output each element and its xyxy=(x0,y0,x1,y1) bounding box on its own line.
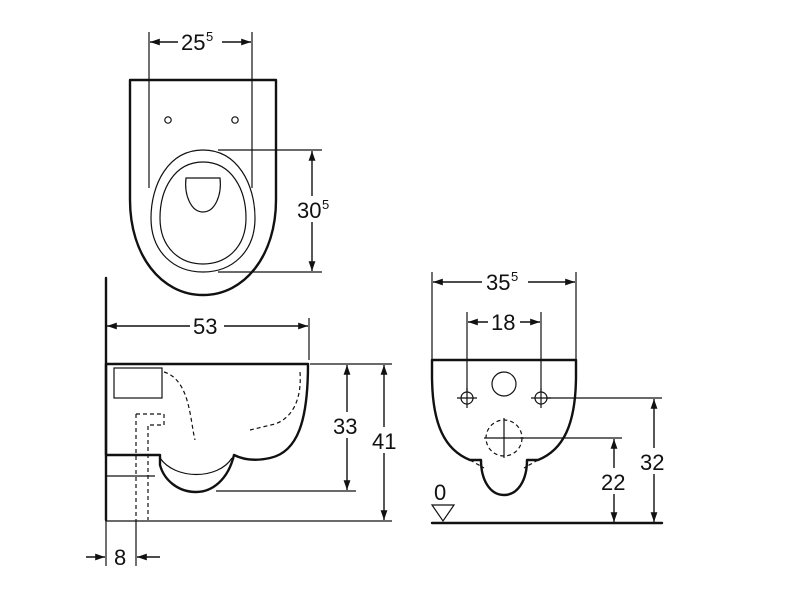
side-view: 53 33 41 8 xyxy=(86,276,403,570)
top-width-dimension: 25 xyxy=(181,30,205,55)
front-width-dimension: 35 xyxy=(486,270,510,295)
front-bolt-height-dimension: 32 xyxy=(640,450,664,475)
front-width-dimension-superscript: 5 xyxy=(511,269,518,284)
side-floor-to-rim-dimension: 41 xyxy=(372,429,396,454)
top-view-bowl-outline xyxy=(128,78,278,297)
side-view-tank-connector xyxy=(113,367,163,399)
top-seat-length-dimension: 30 xyxy=(297,198,321,223)
top-view-inner-seat xyxy=(159,161,247,265)
front-view-water-inlet xyxy=(491,371,517,397)
top-view-fixing-hole-left xyxy=(164,116,172,124)
side-view-outlet xyxy=(159,457,233,476)
top-seat-length-dimension-superscript: 5 xyxy=(322,197,329,212)
front-view: 35 5 18 0 22 32 xyxy=(430,268,672,525)
front-floor-level-label: 0 xyxy=(434,480,446,505)
front-outlet-height-dimension: 22 xyxy=(601,470,625,495)
top-view-seat-outline xyxy=(150,149,256,273)
side-rim-to-outlet-dimension: 33 xyxy=(333,414,357,439)
side-view-bowl-outline xyxy=(104,362,310,494)
top-width-dimension-superscript: 5 xyxy=(206,29,213,44)
side-view-drain-pipe xyxy=(135,413,165,520)
front-view-bowl-outline xyxy=(430,358,578,497)
top-view-outlet-opening xyxy=(185,177,221,213)
top-view: 25 5 30 5 xyxy=(128,28,334,297)
side-wall-offset-dimension: 8 xyxy=(114,545,126,570)
front-bolt-spacing-dimension: 18 xyxy=(491,310,515,335)
side-depth-dimension: 53 xyxy=(193,314,217,339)
side-view-bowl-interior xyxy=(163,371,301,441)
top-view-fixing-hole-right xyxy=(231,116,239,124)
front-floor-level-symbol xyxy=(430,504,456,523)
